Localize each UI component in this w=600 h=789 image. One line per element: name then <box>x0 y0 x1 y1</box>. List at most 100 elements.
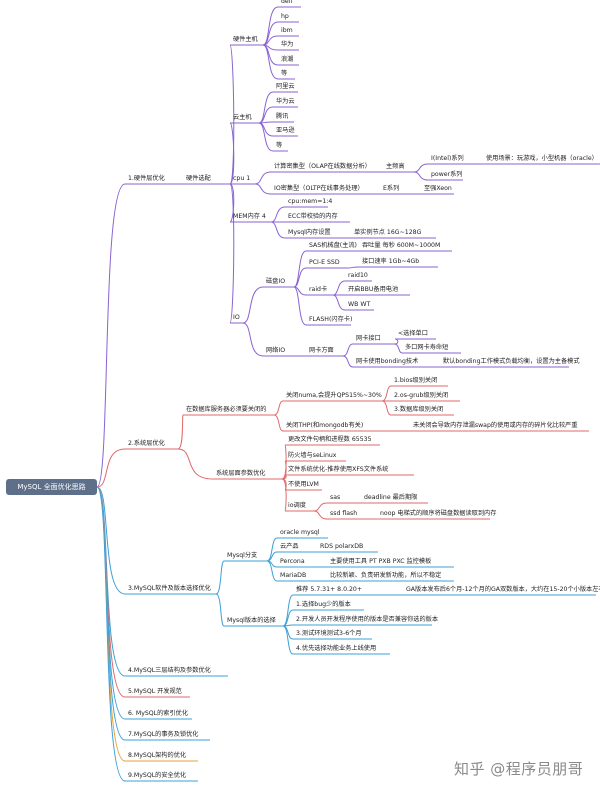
node-rec[interactable]: 推荐 5.7.31+ 8.0.20+ <box>296 586 363 593</box>
node-v2[interactable]: 2.开发人员开发程序使用的版本是否兼容你选的版本 <box>296 616 439 623</box>
node-b9[interactable]: 9.MySQL的安全优化 <box>128 772 187 779</box>
node-b1[interactable]: 1.硬件层优化 <box>128 175 165 182</box>
node-oracle[interactable]: oracle mysql <box>280 529 320 536</box>
node-sas[interactable]: SAS机械盘(主流) <box>309 242 357 249</box>
node-ssd[interactable]: ssd flash <box>330 510 358 517</box>
node-aliyun[interactable]: 阿里云 <box>276 83 295 90</box>
node-ver[interactable]: Mysql版本的选择 <box>227 617 276 624</box>
link-host-hp <box>262 21 279 46</box>
node-tps[interactable]: 吞吐量 每秒 600M~1000M <box>362 242 441 249</box>
node-tencent[interactable]: 腾讯 <box>276 113 289 120</box>
node-noop[interactable]: noop 电梯式的顺序将磁盘数据读取到内存 <box>380 510 497 517</box>
link-root-b1 <box>96 183 126 488</box>
node-power[interactable]: power系列 <box>431 171 463 178</box>
node-raid10[interactable]: raid10 <box>348 272 368 279</box>
node-hp[interactable]: hp <box>281 13 289 20</box>
node-hwcloud[interactable]: 华为云 <box>276 98 295 105</box>
link-io-netio <box>242 322 264 357</box>
node-iosched[interactable]: io调度 <box>288 502 306 509</box>
node-pcie[interactable]: PCI-E SSD <box>309 259 340 266</box>
node-perconatool[interactable]: 主要使用工具 PT PXB PXC 监控模板 <box>330 558 432 565</box>
node-olap[interactable]: 计算密集型（OLAP在线数据分析） <box>274 163 371 170</box>
node-huawei[interactable]: 华为 <box>281 41 294 48</box>
link-nic-bond <box>342 355 354 368</box>
node-hw[interactable]: 硬件选配 <box>186 175 211 182</box>
node-b6[interactable]: 6. MySQL的索引优化 <box>128 710 189 717</box>
mindmap-links <box>96 6 600 782</box>
node-v1[interactable]: 1.选择bug少的版本 <box>296 601 351 608</box>
node-cloud[interactable]: 云主机 <box>233 114 252 121</box>
node-branch[interactable]: Mysql分支 <box>227 552 258 559</box>
node-mariadb[interactable]: MariaDB <box>280 572 307 579</box>
link-b2-sysparam <box>177 448 214 480</box>
node-bondmode[interactable]: 默认bonding工作模式负载均衡，设置为主备模式 <box>443 358 580 365</box>
node-dbserver[interactable]: 在数据库服务器必须要关闭的 <box>186 406 267 413</box>
node-deadline[interactable]: deadline 最后期限 <box>364 494 418 501</box>
node-v3[interactable]: 3.测试环境测试3-6个月 <box>296 630 362 637</box>
node-ecc[interactable]: ECC带校验的内存 <box>288 213 338 220</box>
node-dell[interactable]: dell <box>281 0 293 5</box>
link-root-b9 <box>96 486 126 782</box>
link-numa-dblevel <box>381 400 392 416</box>
link-zhuping-intel <box>413 163 429 173</box>
node-dblevel[interactable]: 3.数据库级别关闭 <box>394 406 444 413</box>
node-oltp[interactable]: IO密集型（OLTP在线事务处理） <box>274 185 364 192</box>
node-fd[interactable]: 更改文件句柄和进程数 65535 <box>288 436 372 443</box>
node-thpnote[interactable]: 未关闭会导致内存泄漏swap的使用或内存的碎片化比较严重 <box>413 422 578 429</box>
node-lvm[interactable]: 不使用LVM <box>288 481 319 488</box>
node-b2[interactable]: 2.系统层优化 <box>128 440 165 447</box>
node-cpu[interactable]: cpu 1 <box>233 175 251 182</box>
root-node[interactable]: MySQL 全面优化思路 <box>6 479 97 495</box>
node-percona[interactable]: Percona <box>280 558 305 565</box>
node-bbu[interactable]: 开启BBU备用电池 <box>348 286 399 293</box>
node-ratio[interactable]: cpu:mem=1:4 <box>288 198 333 205</box>
node-bond[interactable]: 网卡使用bonding技术 <box>356 358 419 365</box>
node-flash[interactable]: FLASH(闪存卡) <box>309 316 353 323</box>
node-grub[interactable]: 2.os-grub级别关闭 <box>394 392 449 399</box>
node-amazon[interactable]: 亚马逊 <box>276 127 295 134</box>
node-etc1[interactable]: 等 <box>281 70 288 77</box>
node-diskio[interactable]: 磁盘IO <box>266 278 286 285</box>
node-b4[interactable]: 4.MySQL三层结构及参数优化 <box>128 667 211 674</box>
node-eseries[interactable]: E系列 <box>383 185 400 192</box>
node-netio[interactable]: 网络IO <box>266 347 286 354</box>
node-memset[interactable]: Mysql内存设置 <box>288 229 331 236</box>
node-bios[interactable]: 1.bios级别关闭 <box>394 377 438 384</box>
link-ver-v4 <box>282 625 294 655</box>
node-b7[interactable]: 7.MySQL的事务及锁优化 <box>128 731 199 738</box>
node-multi[interactable]: 多口网卡寿命短 <box>405 344 449 351</box>
node-langchao[interactable]: 浪潮 <box>281 56 294 63</box>
node-fs[interactable]: 文件系统优化-推荐使用XFS文件系统 <box>288 466 389 473</box>
node-firewall[interactable]: 防火墙与seLinux <box>288 452 337 459</box>
node-intel[interactable]: I(Intel)系列 <box>431 155 464 162</box>
node-nic[interactable]: 网卡方面 <box>309 347 334 354</box>
node-ibm[interactable]: ibm <box>281 27 293 34</box>
node-io[interactable]: IO <box>233 314 240 321</box>
node-cloudprod[interactable]: 云产品 <box>280 543 299 550</box>
node-wbwt[interactable]: WB WT <box>348 301 371 308</box>
node-ga[interactable]: GA版本发布后6个月-12个月的GA双数版本，大约在15-20个小版本左右 <box>406 586 600 593</box>
node-xeon[interactable]: 至强Xeon <box>424 185 452 192</box>
node-scene[interactable]: 使用场景：玩游戏，小型机器（oracle） <box>486 155 598 162</box>
node-single[interactable]: <选择单口 <box>398 330 428 337</box>
node-port[interactable]: 网卡接口 <box>356 335 381 342</box>
link-hw-host <box>229 44 235 185</box>
node-rds[interactable]: RDS polarxDB <box>320 543 364 550</box>
node-sas2[interactable]: sas <box>330 494 341 501</box>
node-b5[interactable]: 5.MySQL 开发规范 <box>128 688 182 695</box>
node-iface[interactable]: 接口速率 1Gb~4Gb <box>362 258 420 265</box>
node-v4[interactable]: 4.优先选择功能业务上线使用 <box>296 645 377 652</box>
node-b3[interactable]: 3.MySQL软件及版本选择优化 <box>128 585 211 592</box>
node-host[interactable]: 硬件主机 <box>233 36 258 43</box>
node-zhuping[interactable]: 主频高 <box>386 163 405 170</box>
node-numa[interactable]: 关闭numa,会提升QPS15%~30% <box>286 392 382 399</box>
node-raid[interactable]: raid卡 <box>309 286 328 293</box>
node-thp[interactable]: 关闭THP(和mongodb有关) <box>286 422 364 429</box>
node-b8[interactable]: 8.MySQL架构的优化 <box>128 752 187 759</box>
node-etc2[interactable]: 等 <box>276 142 283 149</box>
node-memval[interactable]: 单实例节点 16G~128G <box>354 229 422 236</box>
node-sysparam[interactable]: 系统层面参数优化 <box>216 470 266 477</box>
node-mem[interactable]: MEM内存 4 <box>233 213 266 220</box>
node-mariadbnote[interactable]: 比较新颖、负责研发新功能，所以不稳定 <box>330 572 442 579</box>
